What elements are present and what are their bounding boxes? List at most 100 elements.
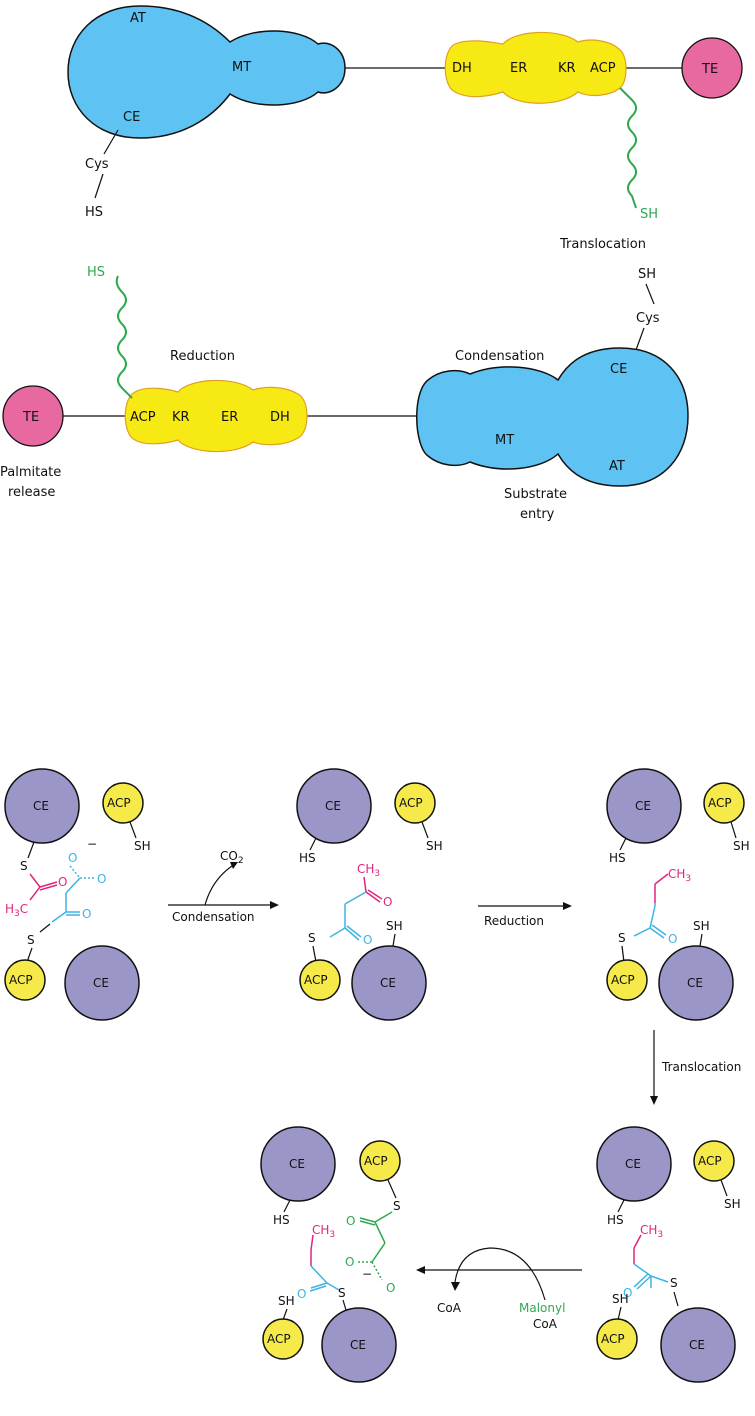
ce-label: CE xyxy=(289,1157,305,1171)
translocation-step: Translocation xyxy=(650,1030,741,1105)
sh-label: SH xyxy=(724,1197,741,1211)
hs-label: HS xyxy=(607,1213,624,1227)
o-label: O xyxy=(363,933,372,947)
translocation-label: Translocation xyxy=(661,1060,741,1074)
o-label: O xyxy=(68,851,77,865)
er-label: ER xyxy=(510,61,527,76)
ch3-label: CH3 xyxy=(357,862,380,879)
sh-label: SH xyxy=(278,1294,295,1308)
sh-green-label: SH xyxy=(640,207,658,222)
hs-label: HS xyxy=(85,205,103,220)
ce-domain xyxy=(321,1307,397,1383)
acp-kr-er-dh-domain xyxy=(124,379,308,453)
te-domain xyxy=(681,37,743,99)
o-label: O xyxy=(82,907,91,921)
acp-domain xyxy=(359,1140,401,1182)
at-label: AT xyxy=(130,11,146,26)
sh-label: SH xyxy=(386,919,403,933)
dh-label: DH xyxy=(270,410,290,425)
ce-label: CE xyxy=(123,110,140,125)
acp-label: ACP xyxy=(304,973,328,987)
ce-label: CE xyxy=(625,1157,641,1171)
sh-label: SH xyxy=(638,267,656,282)
lower-fas-chain: SH Cys TE Palmitate release ACP KR ER DH… xyxy=(0,265,689,522)
at-label: AT xyxy=(609,459,625,474)
ch3-label: CH3 xyxy=(312,1223,335,1240)
s-label: S xyxy=(308,931,316,945)
acp-label: ACP xyxy=(267,1332,291,1346)
kr-label: KR xyxy=(558,61,576,76)
acp-label: ACP xyxy=(130,410,156,425)
o-label: O xyxy=(623,1286,632,1300)
acp-domain xyxy=(394,782,436,824)
mt-label: MT xyxy=(495,433,514,448)
te-domain xyxy=(2,385,64,447)
mt-at-blue-domain xyxy=(416,347,689,487)
palmitate-label-1: Palmitate xyxy=(0,465,61,480)
ce-domain xyxy=(351,945,427,1021)
s-label: S xyxy=(670,1276,678,1290)
reduction-label: Reduction xyxy=(484,914,544,928)
sh-label: SH xyxy=(134,839,151,853)
hs-label: HS xyxy=(273,1213,290,1227)
reduction-step: Reduction xyxy=(478,902,572,928)
o-label: O xyxy=(297,1287,306,1301)
s-label: S xyxy=(618,931,626,945)
panel-malonyl-loaded: CE ACP S HS O O − O CH3 O S SH ACP CE xyxy=(260,1126,401,1383)
acp-label: ACP xyxy=(590,61,616,76)
panel-start: CE ACP SH S O H3C O − O O S ACP CE xyxy=(4,768,151,1021)
panel-condensed: CE ACP SH HS CH3 O O S ACP CE SH xyxy=(296,768,443,1021)
s-label: S xyxy=(20,859,28,873)
o-label: O xyxy=(58,875,67,889)
ch3-label: CH3 xyxy=(640,1223,663,1240)
ce-label: CE xyxy=(93,976,109,990)
acp-domain xyxy=(299,959,341,1001)
phosphopantetheine-arm xyxy=(619,87,637,209)
acp-domain xyxy=(102,782,144,824)
ce-label: CE xyxy=(610,362,627,377)
acp-domain xyxy=(596,1318,638,1360)
ce-label: CE xyxy=(635,799,651,813)
hs-green-label: HS xyxy=(87,265,105,280)
substrate-label-2: entry xyxy=(520,507,555,522)
malonyl-loading-step: CoA Malonyl CoA xyxy=(416,1247,582,1331)
hs-label: HS xyxy=(299,851,316,865)
ce-domain xyxy=(596,1126,672,1202)
condensation-label: Condensation xyxy=(172,910,255,924)
sh-label: SH xyxy=(426,839,443,853)
hs-label: HS xyxy=(609,851,626,865)
mt-label: MT xyxy=(232,60,251,75)
malonyl-label-1: Malonyl xyxy=(519,1301,565,1315)
minus-label: − xyxy=(362,1267,372,1281)
dh-label: DH xyxy=(452,61,472,76)
ce-domain xyxy=(260,1126,336,1202)
substrate-label-1: Substrate xyxy=(504,487,567,502)
acp-domain xyxy=(693,1140,735,1182)
coa-label: CoA xyxy=(437,1301,462,1315)
acp-label: ACP xyxy=(9,973,33,987)
translocation-label: Translocation xyxy=(559,237,646,252)
ch3-label: CH3 xyxy=(668,867,691,884)
sh-label: SH xyxy=(693,919,710,933)
co2-label: CO2 xyxy=(220,849,244,866)
s-label: S xyxy=(393,1199,401,1213)
ce-label: CE xyxy=(325,799,341,813)
o-label: O xyxy=(668,932,677,946)
acp-label: ACP xyxy=(611,973,635,987)
kr-label: KR xyxy=(172,410,190,425)
acp-domain xyxy=(606,959,648,1001)
ce-label: CE xyxy=(687,976,703,990)
ce-label: CE xyxy=(380,976,396,990)
acp-label: ACP xyxy=(601,1332,625,1346)
cys-label: Cys xyxy=(85,157,109,172)
ce-domain xyxy=(4,768,80,844)
upper-fas-chain: AT MT CE Cys HS DH ER KR ACP TE SH xyxy=(67,5,743,222)
condensation-step: CO2 Condensation xyxy=(168,849,279,924)
cys-label: Cys xyxy=(636,311,660,326)
ce-label: CE xyxy=(689,1338,705,1352)
panel-translocated: CE ACP SH HS CH3 O S SH SH ACP CE xyxy=(596,1126,741,1383)
acp-label: ACP xyxy=(364,1154,388,1168)
te-label: TE xyxy=(22,410,39,425)
o-label: O xyxy=(346,1214,355,1228)
